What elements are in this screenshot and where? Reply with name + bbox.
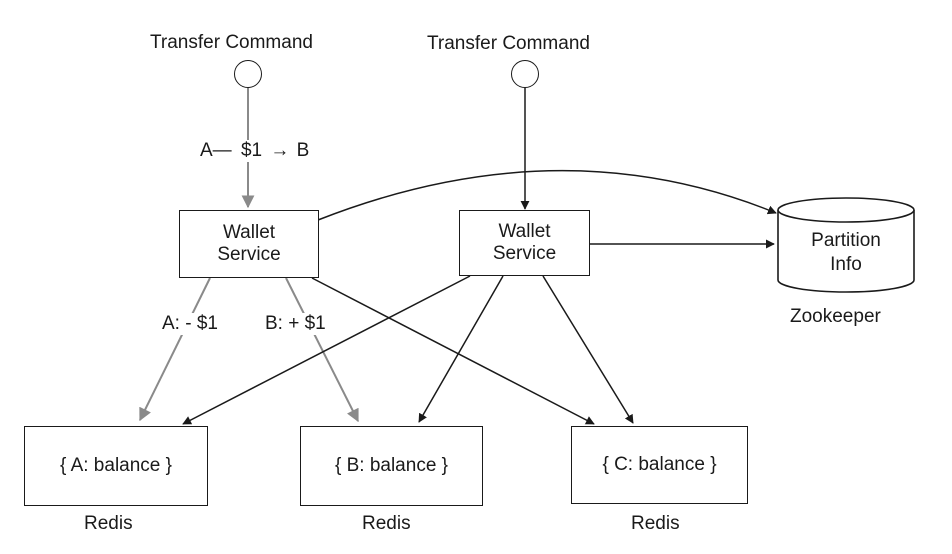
command-node-right[interactable] — [511, 60, 539, 88]
command-label-right: Transfer Command — [427, 33, 590, 54]
redis-caption-c: Redis — [631, 513, 680, 534]
partition-info[interactable]: Partition Info — [778, 226, 914, 280]
edge-label-debit: A: - $1 — [160, 313, 220, 335]
edge-wallet-left-to-zookeeper — [317, 170, 777, 221]
transfer-label: A— $1 → B — [197, 140, 313, 162]
edge-wallet-right-to-redis-b — [418, 275, 504, 423]
edge-wallet-left-to-redis-c — [311, 277, 595, 425]
redis-caption-b: Redis — [362, 513, 411, 534]
partition-info-line2: Info — [830, 254, 862, 275]
redis-store-a[interactable]: { A: balance } — [24, 426, 208, 506]
wallet-service-left-line1: Wallet — [222, 222, 276, 243]
transfer-to: B — [296, 140, 310, 161]
zookeeper-caption: Zookeeper — [790, 306, 881, 327]
command-node-left[interactable] — [234, 60, 262, 88]
redis-store-a-content: { A: balance } — [60, 455, 172, 476]
edge-wallet-left-to-redis-b — [285, 277, 359, 423]
transfer-arrow-icon: → — [270, 140, 290, 161]
wallet-service-right-line2: Service — [492, 243, 557, 264]
edge-wallet-left-to-redis-a — [139, 277, 211, 422]
edge-label-credit: B: + $1 — [263, 313, 328, 335]
wallet-service-left[interactable]: Wallet Service — [179, 210, 319, 278]
zookeeper-cylinder — [777, 197, 915, 293]
command-label-left: Transfer Command — [150, 32, 313, 53]
redis-store-b[interactable]: { B: balance } — [300, 426, 483, 506]
redis-caption-a: Redis — [84, 513, 133, 534]
wallet-service-left-line2: Service — [217, 244, 281, 265]
transfer-amount: $1 — [240, 140, 263, 161]
edge-wallet-right-to-redis-c — [542, 275, 634, 424]
redis-store-b-content: { B: balance } — [334, 455, 449, 476]
transfer-from: A— — [200, 140, 232, 161]
redis-store-c-content: { C: balance } — [602, 454, 717, 475]
partition-info-line1: Partition — [811, 230, 881, 251]
redis-store-c[interactable]: { C: balance } — [571, 426, 748, 504]
edge-wallet-right-to-redis-a — [182, 275, 471, 425]
wallet-service-right-line1: Wallet — [498, 221, 551, 242]
wallet-service-right[interactable]: Wallet Service — [459, 210, 590, 276]
